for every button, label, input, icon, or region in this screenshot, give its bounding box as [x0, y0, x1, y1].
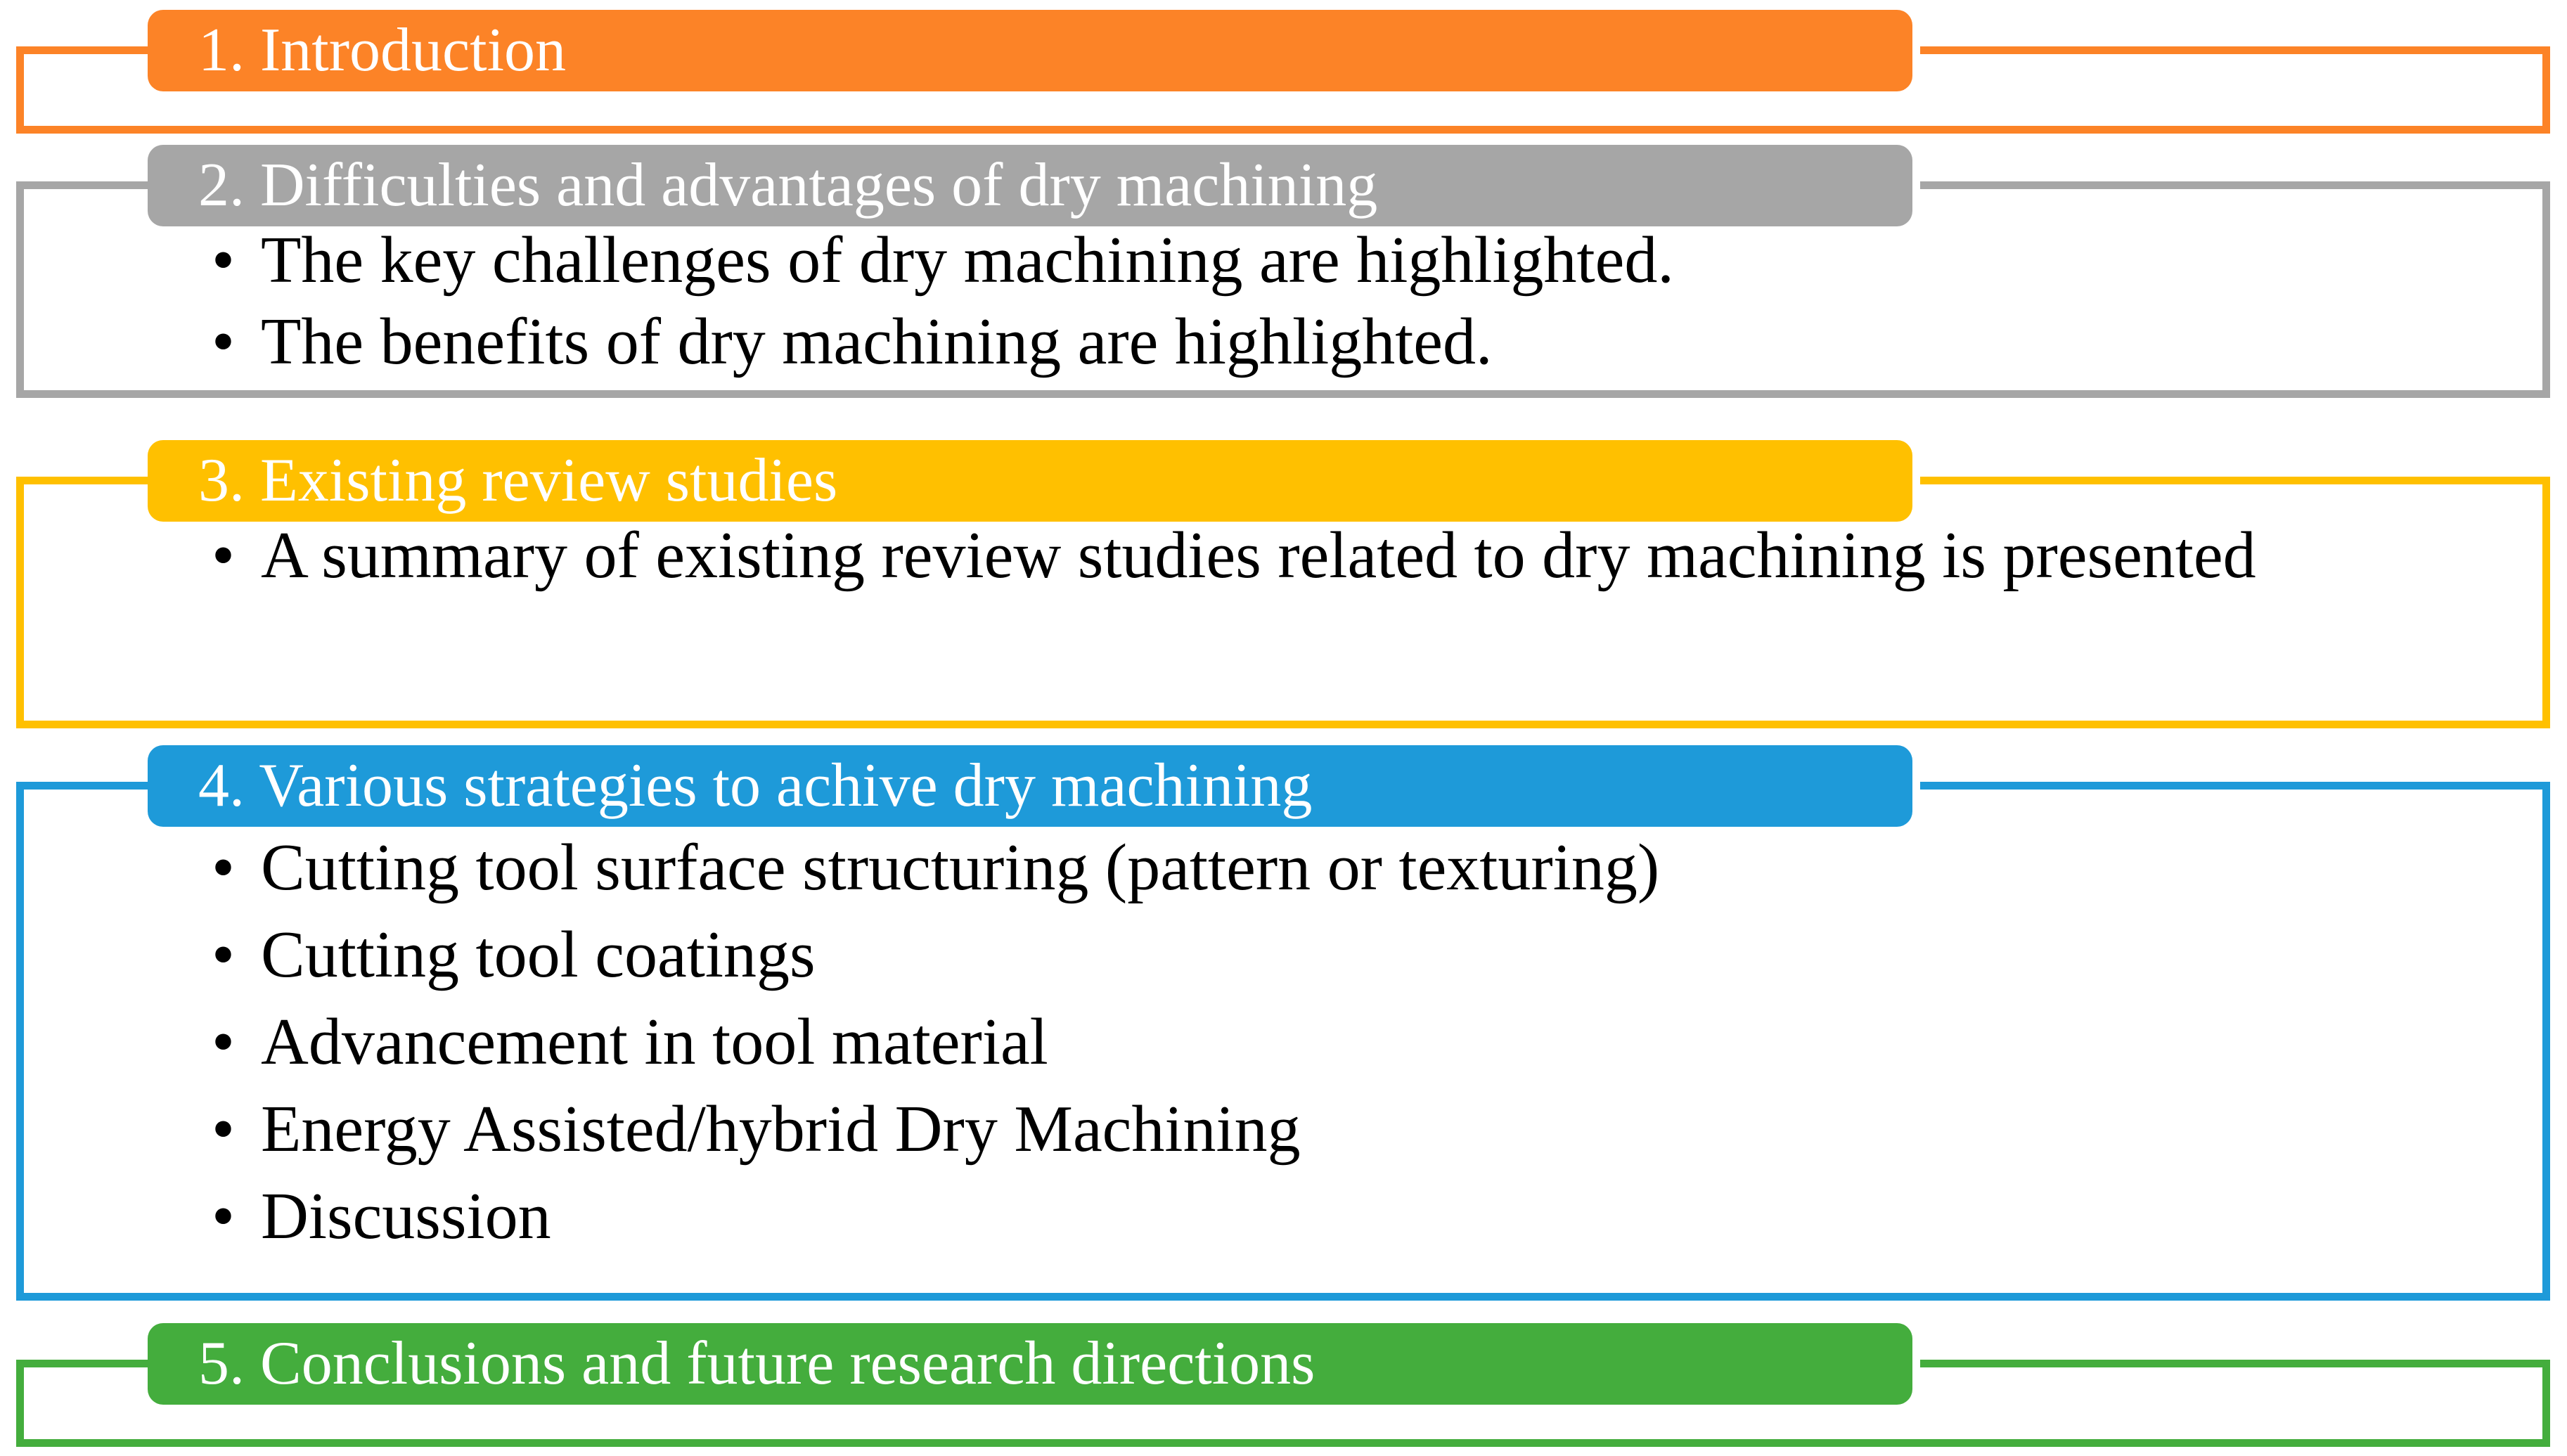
section-4-frame	[16, 782, 2550, 1301]
bullet-dot-icon: •	[212, 831, 235, 904]
section-2-bullet-list: • The key challenges of dry machining ar…	[206, 222, 2466, 385]
list-item-text: The key challenges of dry machining are …	[261, 224, 1674, 297]
list-item-text: Cutting tool surface structuring (patter…	[261, 831, 1660, 904]
bullet-dot-icon: •	[212, 1092, 235, 1166]
section-5-top-border-right	[1920, 1360, 2542, 1367]
list-item: • Cutting tool surface structuring (patt…	[206, 830, 2466, 907]
list-item: • Cutting tool coatings	[206, 917, 2466, 994]
section-1-top-border-left	[24, 46, 155, 54]
section-5-top-border-left	[24, 1360, 155, 1367]
list-item: • Discussion	[206, 1178, 2466, 1256]
bullet-dot-icon: •	[212, 519, 235, 592]
list-item: • A summary of existing review studies r…	[206, 517, 2466, 595]
bullet-dot-icon: •	[212, 304, 235, 378]
section-1-top-border-right	[1920, 46, 2542, 54]
section-5-header-pill[interactable]: 5. Conclusions and future research direc…	[148, 1323, 1912, 1405]
section-3-header-pill[interactable]: 3. Existing review studies	[148, 440, 1912, 522]
list-item-text: Advancement in tool material	[261, 1005, 1048, 1078]
bullet-dot-icon: •	[212, 1179, 235, 1253]
list-item-text: A summary of existing review studies rel…	[261, 519, 2256, 592]
list-item: • Advancement in tool material	[206, 1004, 2466, 1081]
list-item-text: Discussion	[261, 1179, 551, 1253]
section-5-conclusions: 5. Conclusions and future research direc…	[16, 1323, 2550, 1447]
section-3-frame	[16, 477, 2550, 728]
section-1-title: 1. Introduction	[198, 16, 567, 84]
section-4-top-border-right	[1920, 782, 2542, 790]
list-item-text: Energy Assisted/hybrid Dry Machining	[261, 1092, 1301, 1166]
section-4-title: 4. Various strategies to achive dry mach…	[198, 752, 1313, 820]
section-2-difficulties-and-advantages: 2. Difficulties and advantages of dry ma…	[16, 145, 2550, 398]
section-4-top-border-left	[24, 782, 155, 790]
section-3-title: 3. Existing review studies	[198, 446, 838, 515]
bullet-dot-icon: •	[212, 1005, 235, 1078]
section-4-bullet-list: • Cutting tool surface structuring (patt…	[206, 830, 2466, 1265]
section-2-top-border-right	[1920, 181, 2542, 189]
section-4-various-strategies: 4. Various strategies to achive dry mach…	[16, 745, 2550, 1301]
list-item: • Energy Assisted/hybrid Dry Machining	[206, 1091, 2466, 1168]
list-item-text: The benefits of dry machining are highli…	[261, 304, 1493, 378]
section-2-header-pill[interactable]: 2. Difficulties and advantages of dry ma…	[148, 145, 1912, 226]
section-1-frame	[16, 46, 2550, 134]
bullet-dot-icon: •	[212, 224, 235, 297]
list-item-text: Cutting tool coatings	[261, 917, 816, 991]
section-3-bullet-list: • A summary of existing review studies r…	[206, 517, 2466, 599]
bullet-dot-icon: •	[212, 917, 235, 991]
section-4-header-pill[interactable]: 4. Various strategies to achive dry mach…	[148, 745, 1912, 827]
section-1-header-pill[interactable]: 1. Introduction	[148, 10, 1912, 91]
section-3-existing-review-studies: 3. Existing review studies • A summary o…	[16, 440, 2550, 728]
list-item: • The key challenges of dry machining ar…	[206, 222, 2466, 299]
section-3-top-border-right	[1920, 477, 2542, 484]
list-item: • The benefits of dry machining are high…	[206, 304, 2466, 381]
section-5-frame	[16, 1360, 2550, 1447]
section-3-top-border-left	[24, 477, 155, 484]
section-2-top-border-left	[24, 181, 155, 189]
section-2-title: 2. Difficulties and advantages of dry ma…	[198, 151, 1378, 219]
section-1-introduction: 1. Introduction	[16, 10, 2550, 134]
section-2-frame	[16, 181, 2550, 398]
section-5-title: 5. Conclusions and future research direc…	[198, 1329, 1315, 1398]
